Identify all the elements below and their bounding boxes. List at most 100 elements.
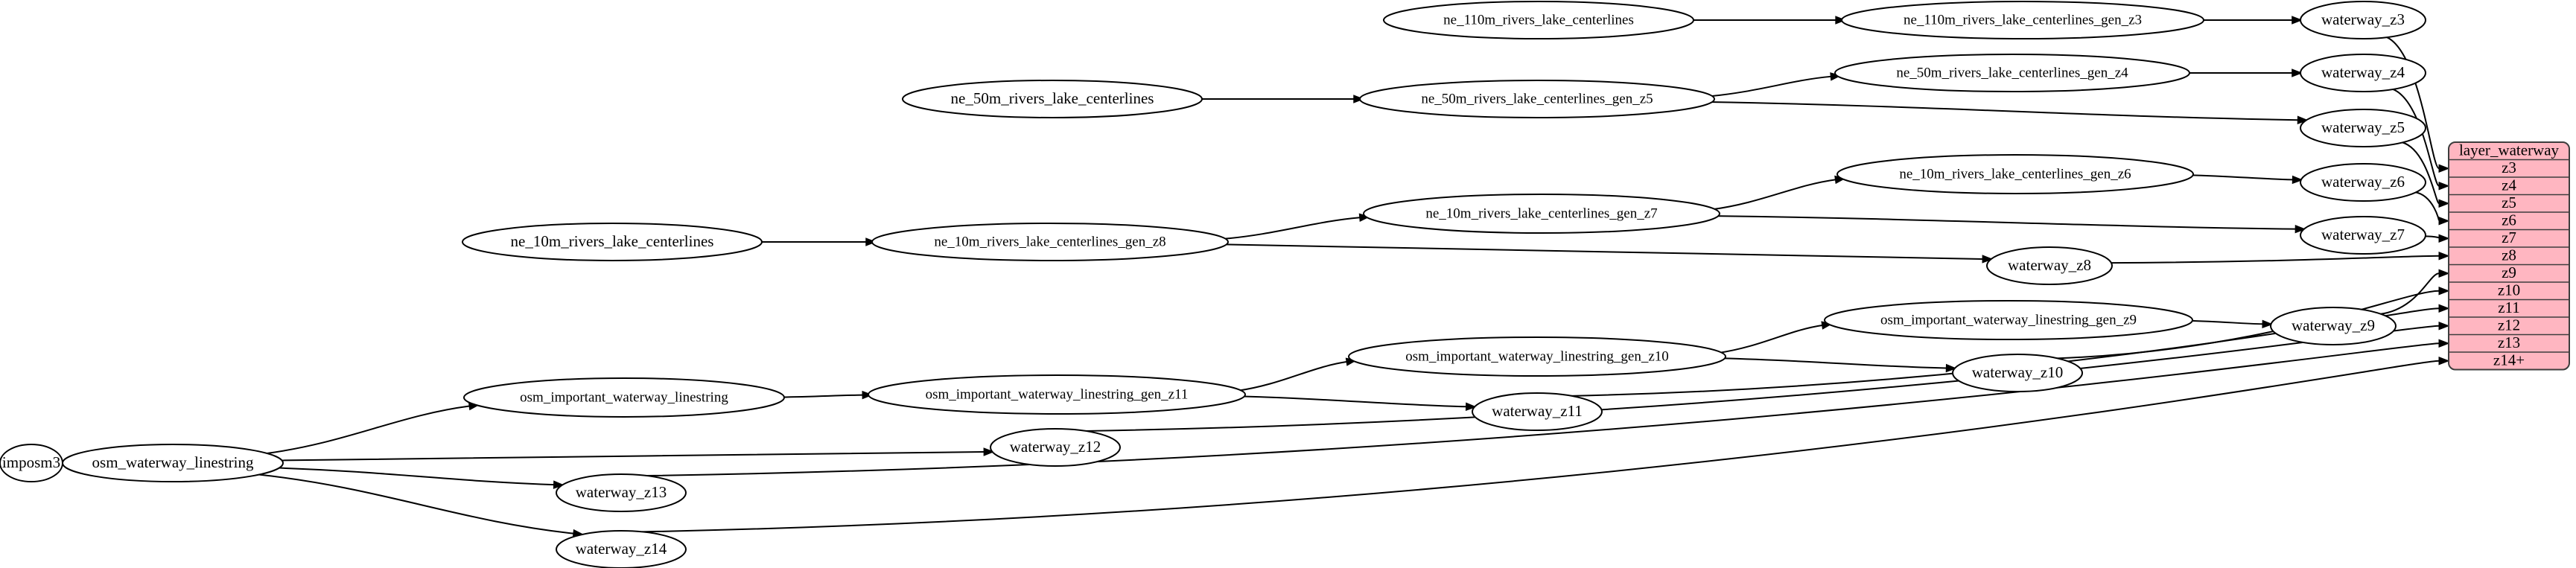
edge-waterway_z8-to-layer_waterway-z8 (2110, 255, 2440, 264)
edge-arrowhead (2297, 115, 2309, 124)
node-label-osm_important_waterway_linestring: osm_important_waterway_linestring (520, 389, 728, 405)
node-label-ne_10m_rivers_lake_centerlines_gen_z6: ne_10m_rivers_lake_centerlines_gen_z6 (1899, 166, 2131, 182)
node-label-ne_10m_rivers_lake_centerlines: ne_10m_rivers_lake_centerlines (511, 232, 714, 250)
node-label-waterway_z13: waterway_z13 (576, 483, 667, 501)
node-label-ne_10m_rivers_lake_centerlines_gen_z7: ne_10m_rivers_lake_centerlines_gen_z7 (1425, 205, 1657, 221)
record-row-z10[interactable]: z10 (2498, 281, 2520, 299)
node-waterway_z5[interactable]: waterway_z5 (2300, 109, 2426, 147)
node-osm_important_waterway_linestring_gen_z10[interactable]: osm_important_waterway_linestring_gen_z1… (1348, 336, 1726, 377)
edge-arrowhead (2438, 269, 2450, 278)
edge-arrowhead (2438, 322, 2450, 331)
node-osm_waterway_linestring[interactable]: osm_waterway_linestring (62, 444, 284, 482)
node-ne_10m_rivers_lake_centerlines_gen_z6[interactable]: ne_10m_rivers_lake_centerlines_gen_z6 (1836, 154, 2194, 194)
node-osm_important_waterway_linestring[interactable]: osm_important_waterway_linestring (463, 377, 785, 418)
node-label-ne_50m_rivers_lake_centerlines_gen_z4: ne_50m_rivers_lake_centerlines_gen_z4 (1896, 65, 2128, 80)
node-shape-ne_110m_rivers_lake_centerlines (1383, 1, 1694, 39)
edge-arrowhead (2438, 182, 2450, 191)
node-label-osm_important_waterway_linestring_gen_z11: osm_important_waterway_linestring_gen_z1… (926, 386, 1189, 402)
edge-arrowhead (2292, 175, 2303, 185)
edge-osm_important_waterway_linestring_gen_z11-to-osm_important_waterway_linestring_gen_z10 (1237, 361, 1347, 392)
edge-waterway_z11-to-layer_waterway-z11 (1571, 307, 2440, 397)
node-imposm3[interactable]: imposm3 (0, 444, 63, 482)
node-osm_important_waterway_linestring_gen_z9[interactable]: osm_important_waterway_linestring_gen_z9 (1824, 300, 2193, 340)
record-row-z14+[interactable]: z14+ (2493, 351, 2525, 369)
node-label-osm_important_waterway_linestring_gen_z10: osm_important_waterway_linestring_gen_z1… (1405, 348, 1669, 364)
record-row-z9[interactable]: z9 (2502, 264, 2516, 281)
record-node-layer-waterway[interactable]: layer_waterwayz3z4z5z6z7z8z9z10z11z12z13… (2448, 141, 2570, 371)
record-row-z4[interactable]: z4 (2502, 176, 2516, 194)
node-ne_110m_rivers_lake_centerlines[interactable]: ne_110m_rivers_lake_centerlines (1383, 1, 1694, 39)
record-row-z7[interactable]: z7 (2502, 229, 2516, 246)
node-osm_important_waterway_linestring_gen_z11[interactable]: osm_important_waterway_linestring_gen_z1… (868, 374, 1246, 415)
node-ne_110m_rivers_lake_centerlines_gen_z3[interactable]: ne_110m_rivers_lake_centerlines_gen_z3 (1841, 1, 2204, 39)
edge-arrowhead (2438, 217, 2450, 226)
node-label-waterway_z3: waterway_z3 (2321, 10, 2405, 28)
record-row-z3[interactable]: z3 (2502, 159, 2516, 176)
edge-arrowhead (1353, 95, 1365, 103)
node-ne_50m_rivers_lake_centerlines_gen_z5[interactable]: ne_50m_rivers_lake_centerlines_gen_z5 (1359, 80, 1715, 118)
node-waterway_z3[interactable]: waterway_z3 (2300, 1, 2426, 39)
node-ne_10m_rivers_lake_centerlines[interactable]: ne_10m_rivers_lake_centerlines (462, 223, 763, 261)
node-shape-ne_10m_rivers_lake_centerlines_gen_z7 (1363, 194, 1720, 234)
edge-osm_waterway_linestring-to-waterway_z12 (279, 450, 985, 462)
record-row-z5[interactable]: z5 (2502, 194, 2516, 211)
edge-waterway_z5-to-layer_waterway-z5 (2402, 141, 2440, 205)
record-node-layer: layer_waterwayz3z4z5z6z7z8z9z10z11z12z13… (2448, 141, 2570, 371)
node-label-waterway_z6: waterway_z6 (2321, 173, 2405, 191)
record-row-z13[interactable]: z13 (2498, 334, 2520, 351)
node-waterway_z13[interactable]: waterway_z13 (556, 473, 687, 512)
node-label-waterway_z11: waterway_z11 (1492, 402, 1583, 420)
edge-ne_10m_rivers_lake_centerlines_gen_z8-to-waterway_z8 (1223, 243, 1983, 260)
record-row-z6[interactable]: z6 (2502, 211, 2516, 229)
node-shape-waterway_z8 (1986, 246, 2113, 285)
node-waterway_z8[interactable]: waterway_z8 (1986, 246, 2113, 285)
edge-arrowhead (2438, 339, 2450, 348)
record-row-z12[interactable]: z12 (2498, 316, 2520, 334)
edge-arrowhead (2294, 224, 2306, 234)
node-waterway_z9[interactable]: waterway_z9 (2270, 307, 2397, 345)
node-waterway_z7[interactable]: waterway_z7 (2300, 216, 2426, 255)
node-shape-ne_50m_rivers_lake_centerlines_gen_z5 (1359, 80, 1715, 118)
node-label-osm_important_waterway_linestring_gen_z9: osm_important_waterway_linestring_gen_z9 (1880, 312, 2137, 328)
node-shape-waterway_z4 (2300, 54, 2426, 92)
node-label-imposm3: imposm3 (2, 453, 60, 471)
edge-arrowhead (2438, 357, 2450, 366)
edge-ne_10m_rivers_lake_centerlines_gen_z7-to-ne_10m_rivers_lake_centerlines_gen_z6 (1711, 179, 1836, 211)
edge-ne_10m_rivers_lake_centerlines_gen_z6-to-waterway_z6 (2189, 174, 2293, 181)
edge-osm_important_waterway_linestring_gen_z11-to-waterway_z11 (1240, 395, 1466, 408)
node-shape-waterway_z13 (556, 473, 687, 512)
node-shape-ne_10m_rivers_lake_centerlines_gen_z8 (871, 223, 1229, 261)
edge-waterway_z7-to-layer_waterway-z7 (2424, 235, 2441, 240)
edge-waterway_z9-to-layer_waterway-z9 (2379, 272, 2440, 315)
edge-arrowhead (2292, 68, 2303, 77)
node-label-ne_50m_rivers_lake_centerlines_gen_z5: ne_50m_rivers_lake_centerlines_gen_z5 (1421, 91, 1653, 106)
node-label-waterway_z12: waterway_z12 (1010, 438, 1101, 456)
node-shape-waterway_z7 (2300, 216, 2426, 255)
edge-osm_waterway_linestring-to-osm_important_waterway_linestring (265, 405, 470, 455)
node-label-waterway_z4: waterway_z4 (2321, 63, 2405, 81)
edge-arrowhead (2262, 319, 2274, 329)
edge-ne_10m_rivers_lake_centerlines_gen_z7-to-waterway_z7 (1714, 215, 2296, 230)
edge-osm_waterway_linestring-to-waterway_z13 (276, 467, 554, 486)
node-shape-waterway_z5 (2300, 109, 2426, 147)
edge-arrowhead (553, 480, 565, 489)
edge-arrowhead (865, 237, 877, 246)
node-waterway_z11[interactable]: waterway_z11 (1472, 392, 1603, 431)
node-ne_50m_rivers_lake_centerlines[interactable]: ne_50m_rivers_lake_centerlines (902, 80, 1203, 118)
node-waterway_z6[interactable]: waterway_z6 (2300, 163, 2426, 202)
node-label-waterway_z8: waterway_z8 (2008, 256, 2091, 274)
record-row-z8[interactable]: z8 (2502, 246, 2516, 264)
node-ne_50m_rivers_lake_centerlines_gen_z4[interactable]: ne_50m_rivers_lake_centerlines_gen_z4 (1834, 54, 2190, 92)
node-ne_10m_rivers_lake_centerlines_gen_z8[interactable]: ne_10m_rivers_lake_centerlines_gen_z8 (871, 223, 1229, 261)
node-waterway_z14[interactable]: waterway_z14 (556, 530, 687, 568)
edge-arrowhead (2438, 234, 2450, 243)
node-waterway_z12[interactable]: waterway_z12 (990, 428, 1121, 467)
node-waterway_z10[interactable]: waterway_z10 (1952, 354, 2083, 392)
node-waterway_z4[interactable]: waterway_z4 (2300, 54, 2426, 92)
record-row-z11[interactable]: z11 (2498, 299, 2520, 316)
edge-waterway_z3-to-layer_waterway-z3 (2386, 36, 2440, 170)
node-ne_10m_rivers_lake_centerlines_gen_z7[interactable]: ne_10m_rivers_lake_centerlines_gen_z7 (1363, 194, 1720, 234)
edge-osm_important_waterway_linestring_gen_z10-to-osm_important_waterway_linestring_gen_z9 (1718, 324, 1822, 354)
